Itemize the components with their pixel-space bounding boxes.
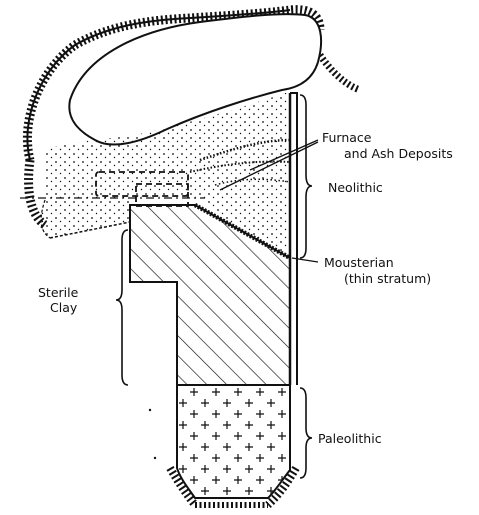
label-sterile: Sterile xyxy=(38,285,78,300)
neolithic-brace xyxy=(300,95,312,258)
label-mousterian: Mousterian xyxy=(324,255,394,270)
label-thin-stratum: (thin stratum) xyxy=(344,271,431,286)
label-neolithic: Neolithic xyxy=(328,180,383,195)
label-paleolithic: Paleolithic xyxy=(318,431,382,446)
label-ash-deposits: and Ash Deposits xyxy=(344,146,453,161)
paleolithic-brace xyxy=(300,388,312,478)
sterile-clay-brace xyxy=(116,230,128,385)
label-clay: Clay xyxy=(50,300,77,315)
label-furnace: Furnace xyxy=(322,130,372,145)
paleolithic-stratum xyxy=(177,385,290,498)
